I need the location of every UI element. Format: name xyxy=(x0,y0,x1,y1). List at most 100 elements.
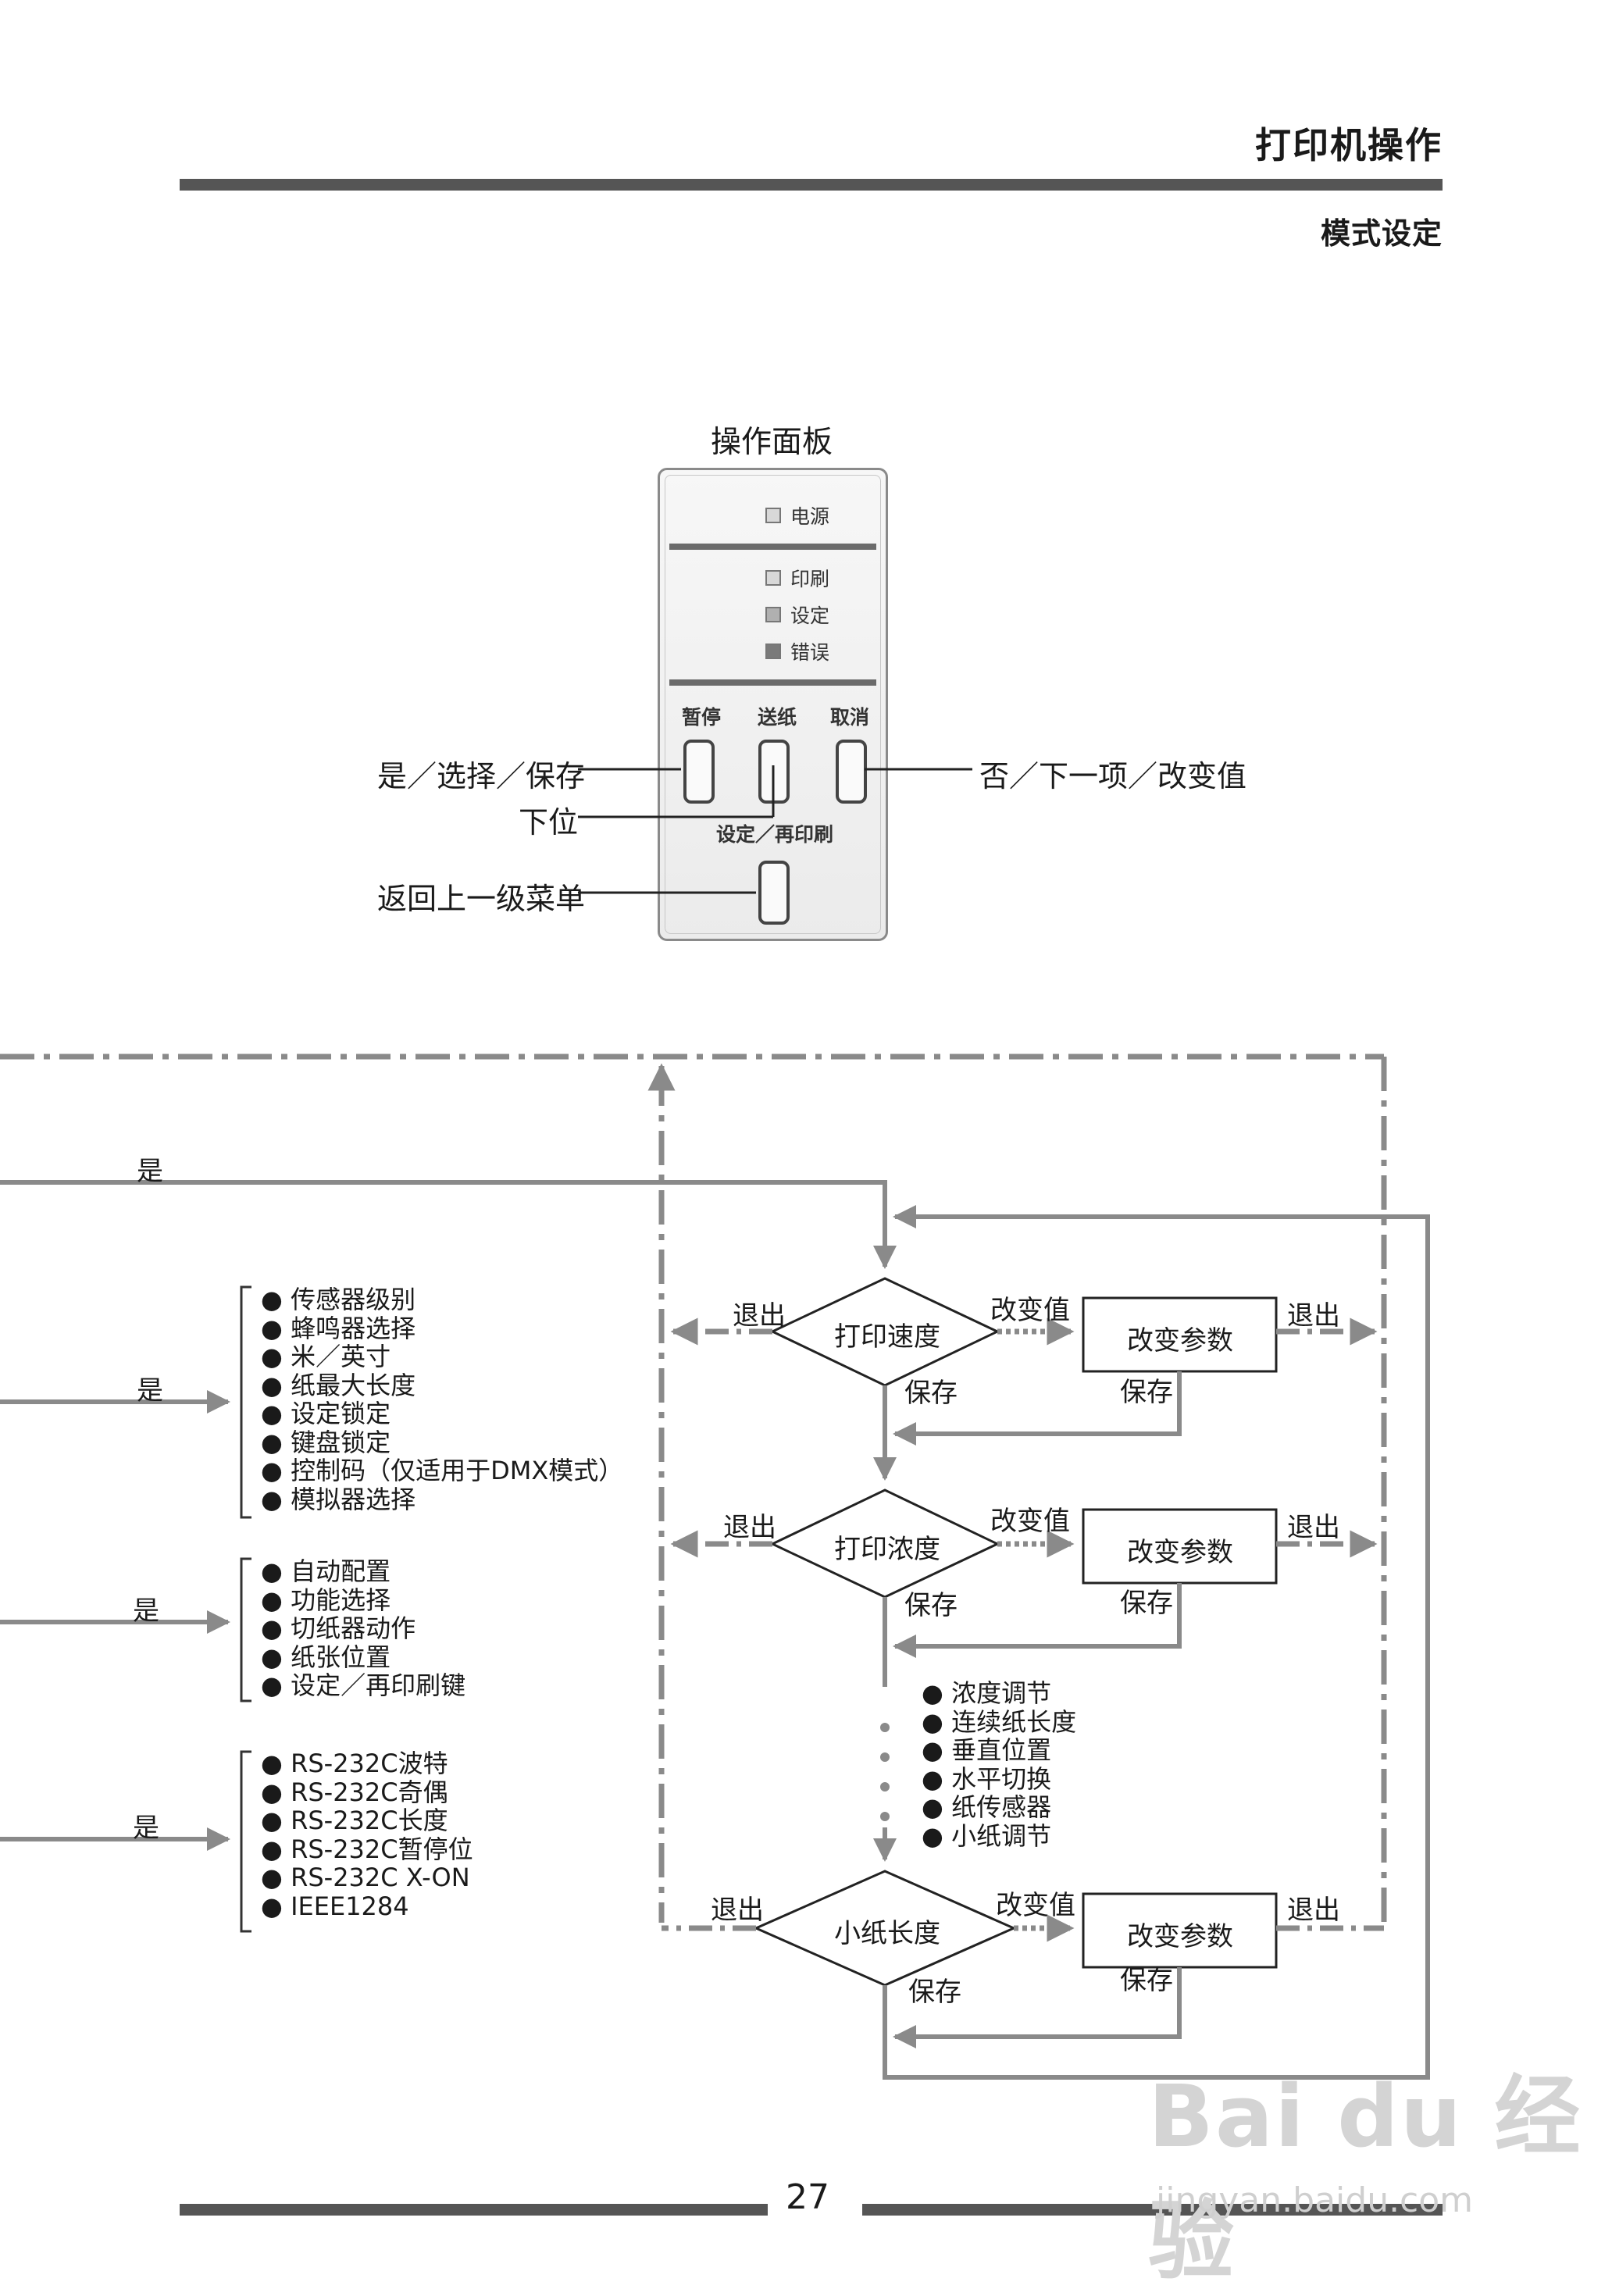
list-bracket xyxy=(240,1750,251,1933)
list-item: ● 传感器级别 xyxy=(261,1285,416,1314)
save-return-arrow xyxy=(893,1967,1182,2048)
led-power: 电源 xyxy=(765,501,829,529)
exit-label: 退出 xyxy=(1287,1300,1340,1332)
list-item: ● RS-232C长度 xyxy=(261,1806,448,1835)
list-item: ● RS-232C波特 xyxy=(261,1749,448,1778)
panel-divider xyxy=(669,679,876,686)
save-return-arrow xyxy=(893,1371,1182,1446)
footer-rule-left xyxy=(180,2204,768,2216)
change-param-label: 改变参数 xyxy=(1127,1921,1233,1952)
list-item: ● 设定／再印刷键 xyxy=(261,1670,466,1700)
led-setup: 设定 xyxy=(765,601,829,629)
yes-arrow-1 xyxy=(0,1180,897,1269)
big-return-arrow xyxy=(883,1205,1430,2080)
section-title: 模式设定 xyxy=(1320,216,1443,251)
list-item: ● 设定锁定 xyxy=(261,1399,391,1428)
change-param-box xyxy=(1082,1296,1278,1373)
settings-list-3: ● RS-232C波特 ● RS-232C奇偶 ● RS-232C长度 ● RS… xyxy=(261,1749,473,1920)
led-indicator xyxy=(765,570,781,586)
setup-reprint-button[interactable] xyxy=(758,861,790,925)
save-label: 保存 xyxy=(1120,1377,1173,1408)
exit-label: 退出 xyxy=(711,1895,764,1926)
list-bracket xyxy=(240,1557,251,1702)
save-label: 保存 xyxy=(904,1590,958,1621)
led-label: 设定 xyxy=(790,604,830,627)
exit-label: 退出 xyxy=(1287,1895,1340,1926)
watermark-url: jingyan.baidu.com xyxy=(1156,2180,1474,2220)
page-title: 打印机操作 xyxy=(1255,124,1443,166)
change-value-label: 改变值 xyxy=(990,1506,1070,1537)
yes-label: 是 xyxy=(133,1595,159,1627)
change-param-label: 改变参数 xyxy=(1127,1325,1233,1357)
list-item: ● 连续纸长度 xyxy=(922,1706,1077,1737)
callout-back: 返回上一级菜单 xyxy=(377,882,586,916)
save-label: 保存 xyxy=(1120,1588,1173,1619)
save-label: 保存 xyxy=(904,1378,958,1409)
decision-label: 打印速度 xyxy=(834,1321,940,1353)
list-item: ● 切纸器动作 xyxy=(261,1613,416,1643)
led-indicator xyxy=(765,508,781,523)
change-value-label: 改变值 xyxy=(990,1295,1070,1326)
settings-list-1: ● 传感器级别 ● 蜂鸣器选择 ● 米／英寸 ● 纸最大长度 ● 设定锁定 ● … xyxy=(261,1285,623,1513)
decision-label: 小纸长度 xyxy=(834,1918,940,1949)
callout-yes-select-save: 是／选择／保存 xyxy=(377,759,586,793)
list-item: ● IEEE1284 xyxy=(261,1891,409,1921)
list-item: ● 自动配置 xyxy=(261,1556,391,1586)
list-item: ● 键盘锁定 xyxy=(261,1427,391,1457)
list-item: ● 蜂鸣器选择 xyxy=(261,1313,416,1343)
list-item: ● 浓度调节 xyxy=(922,1678,1052,1708)
pause-button[interactable] xyxy=(683,740,715,804)
operation-panel: 电源 印刷 设定 错误 暂停 送纸 取消 设定／再印刷 xyxy=(658,468,888,941)
list-item: ● 控制码（仅适用于DMX模式） xyxy=(261,1456,624,1485)
callout-no-next-change: 否／下一项／改变值 xyxy=(979,759,1247,793)
led-error: 错误 xyxy=(765,637,829,665)
continuation-dot xyxy=(880,1723,890,1732)
list-item: ● 垂直位置 xyxy=(922,1735,1052,1765)
page-number: 27 xyxy=(786,2177,829,2217)
pause-label: 暂停 xyxy=(682,706,722,729)
yes-label: 是 xyxy=(137,1156,163,1187)
settings-list-2: ● 自动配置 ● 功能选择 ● 切纸器动作 ● 纸张位置 ● 设定／再印刷键 xyxy=(261,1557,465,1700)
save-label: 保存 xyxy=(1120,1965,1173,1996)
exit-label: 退出 xyxy=(1287,1512,1340,1543)
list-item: ● 功能选择 xyxy=(261,1585,391,1615)
continuation-dot xyxy=(880,1782,890,1792)
callout-down: 下位 xyxy=(519,805,579,840)
cancel-button[interactable] xyxy=(836,740,867,804)
list-item: ● 模拟器选择 xyxy=(261,1484,416,1514)
list-item: ● 纸张位置 xyxy=(261,1642,391,1672)
led-print: 印刷 xyxy=(765,564,829,592)
yes-label: 是 xyxy=(137,1375,163,1406)
yes-label: 是 xyxy=(133,1813,159,1844)
feed-label: 送纸 xyxy=(758,706,797,729)
header-rule xyxy=(180,179,1443,191)
list-item: ● 水平切换 xyxy=(922,1763,1052,1794)
led-label: 错误 xyxy=(790,641,830,664)
list-bracket xyxy=(240,1285,251,1519)
change-param-box xyxy=(1082,1892,1278,1969)
panel-title: 操作面板 xyxy=(711,425,833,460)
footer-rule-right xyxy=(862,2204,1443,2216)
exit-label: 退出 xyxy=(723,1512,776,1543)
save-return-arrow xyxy=(893,1583,1182,1658)
list-item: ● 纸最大长度 xyxy=(261,1370,416,1400)
exit-label: 退出 xyxy=(733,1300,786,1332)
watermark-logo: Bai du 经验 xyxy=(1148,2066,1582,2291)
led-label: 印刷 xyxy=(790,568,830,590)
setup-reprint-label: 设定／再印刷 xyxy=(716,823,834,846)
list-item: ● RS-232C暂停位 xyxy=(261,1834,473,1864)
list-item: ● 小纸调节 xyxy=(922,1820,1052,1851)
save-label: 保存 xyxy=(908,1977,961,2008)
continuation-dot xyxy=(880,1752,890,1762)
panel-inner-border xyxy=(665,475,881,934)
led-indicator xyxy=(765,644,781,659)
change-param-label: 改变参数 xyxy=(1127,1537,1233,1568)
list-item: ● RS-232C奇偶 xyxy=(261,1777,448,1807)
led-indicator xyxy=(765,607,781,622)
middle-settings-list: ● 浓度调节 ● 连续纸长度 ● 垂直位置 ● 水平切换 ● 纸传感器 ● 小纸… xyxy=(922,1679,1076,1850)
continuation-dot xyxy=(880,1812,890,1821)
cancel-label: 取消 xyxy=(830,706,870,729)
list-item: ● 纸传感器 xyxy=(922,1792,1052,1822)
list-item: ● RS-232C X-ON xyxy=(261,1863,470,1892)
